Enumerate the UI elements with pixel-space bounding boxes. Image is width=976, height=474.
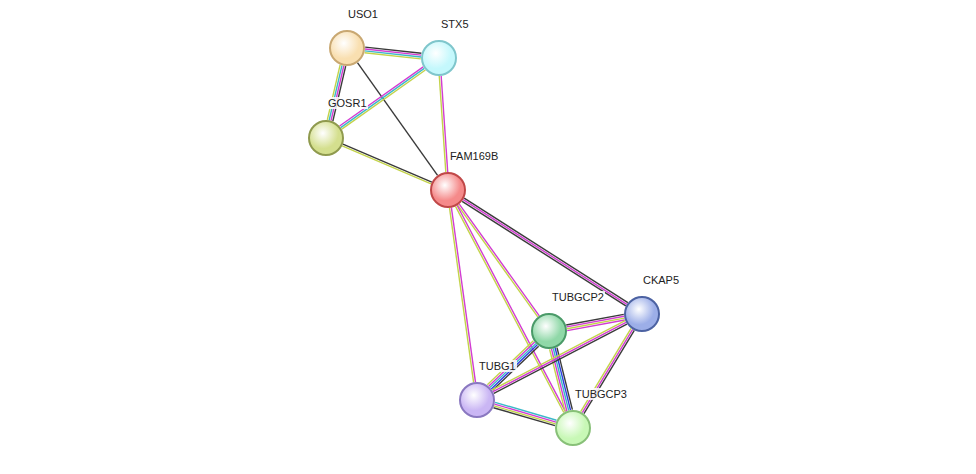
node-label: FAM169B xyxy=(449,150,499,162)
node-label: STX5 xyxy=(440,18,470,30)
node-circle xyxy=(624,296,660,332)
node-label: USO1 xyxy=(347,8,379,20)
node-circle xyxy=(308,120,344,156)
evidence-strand xyxy=(342,146,431,184)
evidence-strand xyxy=(463,200,627,305)
protein-node: CKAP5 xyxy=(624,296,660,332)
node-circle xyxy=(421,40,457,76)
interaction-edge xyxy=(439,76,447,172)
node-circle xyxy=(555,410,591,446)
evidence-strand xyxy=(493,408,554,426)
evidence-strand xyxy=(327,65,340,120)
protein-node: TUBGCP3 xyxy=(555,410,591,446)
evidence-strand xyxy=(459,204,539,316)
node-circle xyxy=(329,30,365,66)
interaction-edge xyxy=(462,198,628,306)
evidence-strand xyxy=(329,65,342,120)
evidence-strand xyxy=(343,144,432,182)
node-label: GOSR1 xyxy=(327,97,368,109)
interaction-edge xyxy=(458,204,540,317)
evidence-strand xyxy=(462,201,626,306)
node-circle xyxy=(459,382,495,418)
evidence-strand xyxy=(357,63,437,176)
protein-node: TUBGCP2 xyxy=(531,313,567,349)
protein-node: USO1 xyxy=(329,30,365,66)
node-label: TUBGCP3 xyxy=(574,388,628,400)
evidence-strand xyxy=(365,53,421,59)
evidence-strand xyxy=(458,205,538,317)
interaction-edge xyxy=(493,402,556,425)
node-label: TUBG1 xyxy=(478,360,517,372)
evidence-strand xyxy=(584,330,634,413)
evidence-strand xyxy=(439,76,446,172)
node-circle xyxy=(531,313,567,349)
node-label: TUBGCP2 xyxy=(551,291,605,303)
evidence-strand xyxy=(582,329,632,412)
protein-node: GOSR1 xyxy=(308,120,344,156)
interaction-edge xyxy=(342,144,432,184)
evidence-strand xyxy=(494,406,555,424)
node-label: CKAP5 xyxy=(642,274,680,286)
interaction-edge xyxy=(581,328,635,413)
evidence-strand xyxy=(495,404,556,422)
interaction-edge xyxy=(327,65,345,121)
protein-node: FAM169B xyxy=(430,172,466,208)
node-circle xyxy=(430,172,466,208)
interaction-edge xyxy=(365,47,422,59)
protein-node: TUBG1 xyxy=(459,382,495,418)
interaction-edge xyxy=(550,348,573,412)
protein-node: STX5 xyxy=(421,40,457,76)
interaction-edge xyxy=(357,63,437,176)
evidence-strand xyxy=(464,198,628,303)
